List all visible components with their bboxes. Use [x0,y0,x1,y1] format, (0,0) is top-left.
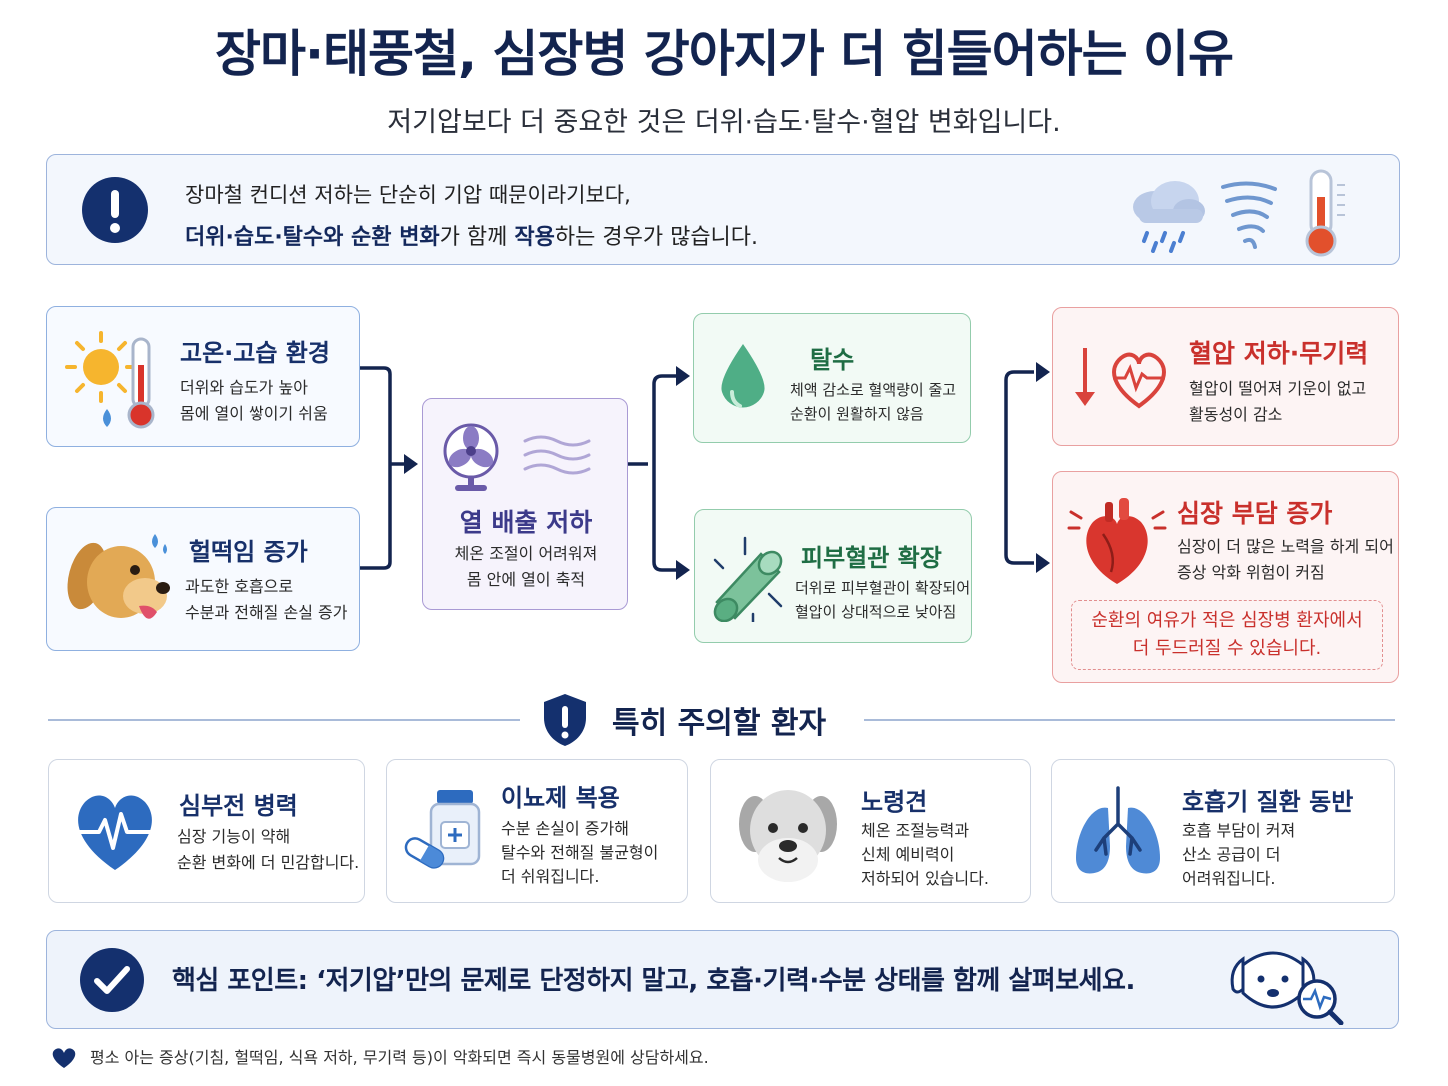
panting-dog-icon [67,534,170,619]
vessel-line-2: 혈압이 상대적으로 낮아짐 [795,603,957,621]
patient-card-heart-failure: 심부전 병력 심장 기능이 약해 순환 변화에 더 민감합니다. [48,759,365,903]
section-title: 특히 주의할 환자 [612,706,827,741]
heart-note-line-2: 더 두드러질 수 있습니다. [1132,638,1322,659]
notice-line-1: 장마철 컨디션 저하는 단순히 기압 때문이라기보다, [185,183,631,207]
dehydration-title: 탈수 [810,346,855,374]
patient-1-line-2: 탈수와 전해질 불균형이 [501,843,659,862]
dog-magnifier-icon [1230,951,1344,1025]
medicine-bottle-icon [404,790,481,869]
cause-panting-card: 헐떡임 증가 과도한 호흡으로 수분과 전해질 손실 증가 [46,507,360,651]
bp-title: 혈압 저하·무기력 [1189,339,1369,368]
key-point-text: 핵심 포인트: ‘저기압’만의 문제로 단정하지 말고, 호흡·기력·수분 상태… [172,966,1135,996]
patient-3-line-3: 어려워집니다. [1182,869,1276,888]
heat-release-title: 열 배출 저하 [459,508,593,537]
page-subtitle: 저기압보다 더 중요한 것은 더위·습도·탈수·혈압 변화입니다. [387,107,1061,138]
footnote-heart-icon [52,1048,76,1068]
sun-thermometer-icon [65,331,155,429]
section-divider-right [864,719,1395,721]
heart-burden-card: 심장 부담 증가 심장이 더 많은 노력을 하게 되어 증상 악화 위험이 커짐… [1052,471,1399,683]
cause-panting-title: 헐떡임 증가 [189,538,308,566]
cause-heat-card: 고온·고습 환경 더위와 습도가 높아 몸에 열이 쌓이기 쉬움 [46,306,360,447]
cause-heat-title: 고온·고습 환경 [180,339,330,367]
rain-cloud-icon [1133,181,1205,253]
notice-line-2: 더위·습도·탈수와 순환 변화가 함께 작용하는 경우가 많습니다. [185,225,759,250]
patient-2-line-3: 저하되어 있습니다. [861,869,989,888]
patient-0-line-1: 심장 기능이 약해 [177,827,291,846]
section-divider-left [48,719,520,721]
heat-release-line-2: 몸 안에 열이 축적 [466,570,586,589]
patient-card-diuretic: 이뇨제 복용 수분 손실이 증가해 탈수와 전해질 불균형이 더 쉬워집니다. [386,759,688,903]
patient-2-line-1: 체온 조절능력과 [861,821,970,840]
wind-swirl-icon [1221,181,1277,249]
heart-organ-icon [1067,498,1167,584]
vessel-title: 피부혈관 확장 [801,544,942,572]
patient-3-line-1: 호흡 부담이 커져 [1182,821,1296,840]
heart-line-1: 심장이 더 많은 노력을 하게 되어 [1177,537,1394,556]
patient-3-title: 호흡기 질환 동반 [1182,788,1354,816]
fan-icon [443,423,499,491]
heat-release-card: 열 배출 저하 체온 조절이 어려워져 몸 안에 열이 축적 [422,398,628,610]
cause-panting-line-1: 과도한 호흡으로 [185,577,294,596]
vessel-card: 피부혈관 확장 더위로 피부혈관이 확장되어 혈압이 상대적으로 낮아짐 [694,509,972,643]
patient-3-line-2: 산소 공급이 더 [1182,845,1281,864]
alert-icon [82,177,148,243]
heart-note-line-1: 순환의 여유가 적은 심장병 환자에서 [1091,610,1363,631]
heart-pulse-icon [77,795,155,870]
heart-line-2: 증상 악화 위험이 커짐 [1177,563,1325,582]
heat-wave-icon [523,435,591,475]
shield-icon [544,694,586,746]
patient-2-title: 노령견 [861,788,928,816]
patient-0-line-2: 순환 변화에 더 민감합니다. [177,853,360,872]
patient-1-line-3: 더 쉬워집니다. [501,867,600,886]
footnote-text: 평소 아는 증상(기침, 헐떡임, 식욕 저하, 무기력 등)이 악화되면 즉시… [90,1048,709,1067]
heart-note: 순환의 여유가 적은 심장병 환자에서 더 두드러질 수 있습니다. [1071,600,1383,670]
bp-line-1: 혈압이 떨어져 기운이 없고 [1189,379,1367,398]
dehydration-line-2: 순환이 원활하지 않음 [790,405,924,423]
flow-connectors [360,362,1050,580]
notice-box: 장마철 컨디션 저하는 단순히 기압 때문이라기보다, 더위·습도·탈수와 순환… [46,154,1400,265]
page-title: 장마·태풍철, 심장병 강아지가 더 힘들어하는 이유 [214,25,1234,83]
heart-title: 심장 부담 증가 [1177,499,1333,528]
water-drop-icon [721,344,765,408]
patient-2-line-2: 신체 예비력이 [861,845,955,864]
lungs-icon [1076,786,1160,874]
vessel-dilation-icon [713,536,783,622]
patient-card-respiratory: 호흡기 질환 동반 호흡 부담이 커져 산소 공급이 더 어려워집니다. [1051,759,1395,903]
patient-0-title: 심부전 병력 [179,792,298,820]
key-point-box [46,930,1399,1029]
patient-1-title: 이뇨제 복용 [501,784,620,812]
bp-drop-icon [1075,348,1166,409]
dehydration-line-1: 체액 감소로 혈액량이 줄고 [790,381,957,399]
bp-line-2: 활동성이 감소 [1189,405,1283,424]
thermometer-icon [1305,169,1345,257]
heat-release-line-1: 체온 조절이 어려워져 [454,544,598,563]
patient-card-senior-dog: 노령견 체온 조절능력과 신체 예비력이 저하되어 있습니다. [710,759,1031,903]
cause-heat-line-1: 더위와 습도가 높아 [180,378,308,397]
senior-dog-icon [739,790,837,882]
check-icon [80,948,144,1012]
blood-pressure-card: 혈압 저하·무기력 혈압이 떨어져 기운이 없고 활동성이 감소 [1052,307,1399,446]
vessel-line-1: 더위로 피부혈관이 확장되어 [795,579,971,597]
dehydration-card: 탈수 체액 감소로 혈액량이 줄고 순환이 원활하지 않음 [693,313,971,443]
cause-panting-line-2: 수분과 전해질 손실 증가 [185,603,348,622]
patient-1-line-1: 수분 손실이 증가해 [501,819,629,838]
cause-heat-line-2: 몸에 열이 쌓이기 쉬움 [180,404,328,423]
